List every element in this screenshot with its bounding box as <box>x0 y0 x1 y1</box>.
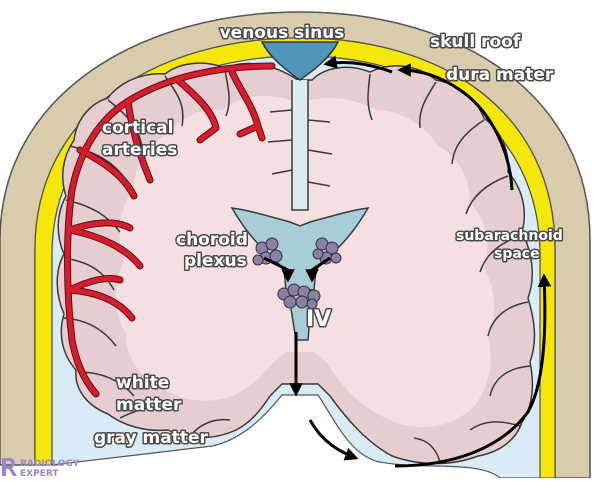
label-skull-roof: skull roof <box>430 32 521 52</box>
cortical-arteries <box>64 62 276 398</box>
logo-r-mark <box>2 458 17 476</box>
label-fourth-ventricle: IV <box>306 307 331 332</box>
label-white: white <box>116 373 169 393</box>
logo-line2: EXPERT <box>20 469 59 478</box>
radiology-expert-logo: RADIOLOGY EXPERT <box>2 458 80 479</box>
csf-flow-arrows <box>263 55 552 468</box>
label-plexus: plexus <box>184 251 247 271</box>
label-cortical: cortical <box>102 118 173 138</box>
label-matter: matter <box>116 395 182 415</box>
label-choroid: choroid <box>176 230 248 250</box>
label-venous-sinus: venous sinus <box>220 23 345 43</box>
fissure-branches <box>267 109 333 187</box>
diagram-labels: venous sinus skull roof dura mater corti… <box>93 22 565 450</box>
interhemispheric-fissure <box>291 80 309 211</box>
label-arteries: arteries <box>102 140 177 160</box>
label-gray-matter: gray matter <box>94 428 208 448</box>
label-space: space <box>494 246 540 262</box>
logo-line1: RADIOLOGY <box>20 459 80 469</box>
label-subarachnoid: subarachnoid <box>456 228 563 244</box>
label-dura-mater: dura mater <box>446 65 554 85</box>
venous-sinus-shape <box>260 41 340 81</box>
